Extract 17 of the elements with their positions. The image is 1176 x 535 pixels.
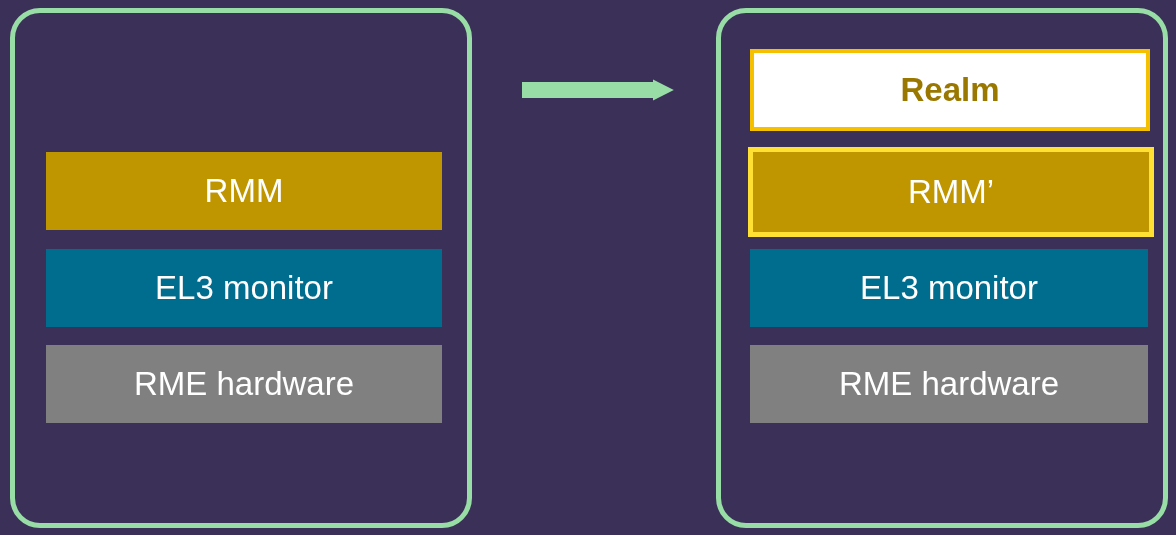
arrow bbox=[522, 79, 674, 101]
panel-frame bbox=[10, 8, 472, 528]
layer-block bbox=[750, 249, 1148, 327]
layer-block bbox=[750, 49, 1150, 131]
layer-label: RMM bbox=[204, 172, 284, 210]
layer-label: RME hardware bbox=[133, 365, 355, 403]
layer-label: RMM’ bbox=[907, 173, 995, 211]
layer-block bbox=[46, 152, 442, 230]
layer-label: RME hardware bbox=[838, 365, 1060, 403]
layer-block bbox=[750, 345, 1148, 423]
layer-label: EL3 monitor bbox=[155, 269, 333, 307]
panel-frame bbox=[716, 8, 1168, 528]
layer-block bbox=[46, 249, 442, 327]
layer-label: Realm bbox=[900, 71, 1000, 109]
layer-block bbox=[46, 345, 442, 423]
layer-block bbox=[748, 147, 1154, 237]
layer-label: EL3 monitor bbox=[860, 269, 1038, 307]
